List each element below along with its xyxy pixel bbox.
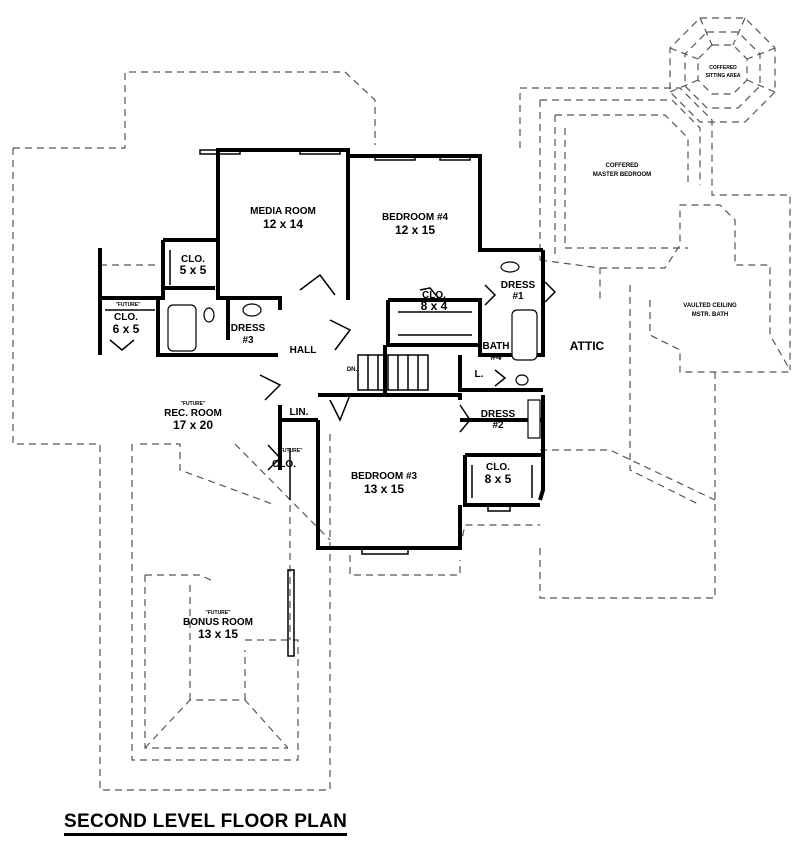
bedroom3-name: BEDROOM #3 — [351, 471, 418, 482]
rec-size: 17 x 20 — [173, 418, 213, 432]
room-dress-2: DRESS #2 — [481, 409, 516, 431]
room-media: MEDIA ROOM 12 x 14 — [250, 206, 316, 231]
clo84-size: 8 x 4 — [421, 299, 448, 313]
clo55-name: CLO. — [181, 254, 205, 265]
linen-closet-label: LIN. — [290, 407, 309, 418]
dress2-num: #2 — [492, 420, 504, 431]
roof-outline-left — [12, 71, 376, 791]
rec-future: "FUTURE" — [180, 401, 206, 407]
hall-label: HALL — [290, 345, 317, 356]
rec-name: REC. ROOM — [164, 408, 222, 419]
interior-details — [105, 149, 557, 657]
clo85-name: CLO. — [486, 462, 510, 473]
coffered-sitting-line1: COFFERED — [709, 65, 737, 71]
clo65-name: CLO. — [114, 312, 138, 323]
room-bonus: "FUTURE" BONUS ROOM 13 x 15 — [183, 610, 253, 641]
dress3-num: #3 — [242, 335, 254, 346]
room-future-closet: "FUTURE" CLO. — [272, 448, 303, 470]
room-master-bedroom: COFFERED MASTER BEDROOM — [593, 163, 651, 178]
room-closet-5x5: CLO. 5 x 5 — [180, 254, 207, 277]
bonus-size: 13 x 15 — [198, 627, 238, 641]
clo85-size: 8 x 5 — [485, 472, 512, 486]
plan-title: SECOND LEVEL FLOOR PLAN — [64, 812, 348, 836]
bonus-future: "FUTURE" — [205, 610, 231, 616]
master-bedroom-line1: COFFERED — [606, 163, 640, 169]
clo55-size: 5 x 5 — [180, 263, 207, 277]
room-bedroom-4: BEDROOM #4 12 x 15 — [382, 212, 449, 237]
master-bath-line2: MSTR. BATH — [692, 312, 729, 318]
future-clo-future: "FUTURE" — [277, 448, 303, 454]
bedroom3-size: 13 x 15 — [364, 482, 404, 496]
coffered-sitting-line2: SITTING AREA — [705, 73, 740, 79]
bedroom4-name: BEDROOM #4 — [382, 212, 449, 223]
bonus-name: BONUS ROOM — [183, 617, 253, 628]
dress3-name: DRESS — [231, 323, 266, 334]
clo65-size: 6 x 5 — [113, 322, 140, 336]
room-bath-4: BATH #4 — [482, 341, 509, 363]
room-rec: "FUTURE" REC. ROOM 17 x 20 — [164, 401, 222, 432]
dress1-name: DRESS — [501, 280, 536, 291]
room-bedroom-3: BEDROOM #3 13 x 15 — [351, 471, 418, 496]
dress1-num: #1 — [512, 291, 524, 302]
room-dress-3: DRESS #3 — [231, 323, 266, 346]
exterior-walls — [98, 148, 545, 550]
room-dress-1: DRESS #1 — [501, 280, 536, 302]
bath4-name: BATH — [482, 341, 509, 352]
bath4-num: #4 — [490, 352, 502, 363]
room-closet-8x4: CLO. 8 x 4 — [421, 290, 448, 313]
media-room-name: MEDIA ROOM — [250, 206, 316, 217]
room-master-bath: VAULTED CEILING MSTR. BATH — [683, 303, 737, 318]
stairs-down-label: DN. — [347, 367, 358, 373]
dress2-name: DRESS — [481, 409, 516, 420]
coffered-octagon — [669, 17, 776, 123]
future-small-label: "FUTURE" — [115, 302, 141, 308]
master-bath-line1: VAULTED CEILING — [683, 303, 737, 309]
roof-outline-right — [349, 87, 791, 599]
linen-l-label: L. — [475, 369, 484, 380]
future-clo-name: CLO. — [272, 459, 296, 470]
master-bedroom-line2: MASTER BEDROOM — [593, 172, 651, 178]
room-closet-6x5: CLO. 6 x 5 — [113, 312, 140, 336]
media-room-size: 12 x 14 — [263, 217, 303, 231]
clo84-name: CLO. — [422, 290, 446, 301]
attic-label: ATTIC — [570, 339, 605, 353]
room-closet-8x5: CLO. 8 x 5 — [485, 462, 512, 486]
room-coffered-sitting: COFFERED SITTING AREA — [705, 65, 740, 79]
bedroom4-size: 12 x 15 — [395, 223, 435, 237]
